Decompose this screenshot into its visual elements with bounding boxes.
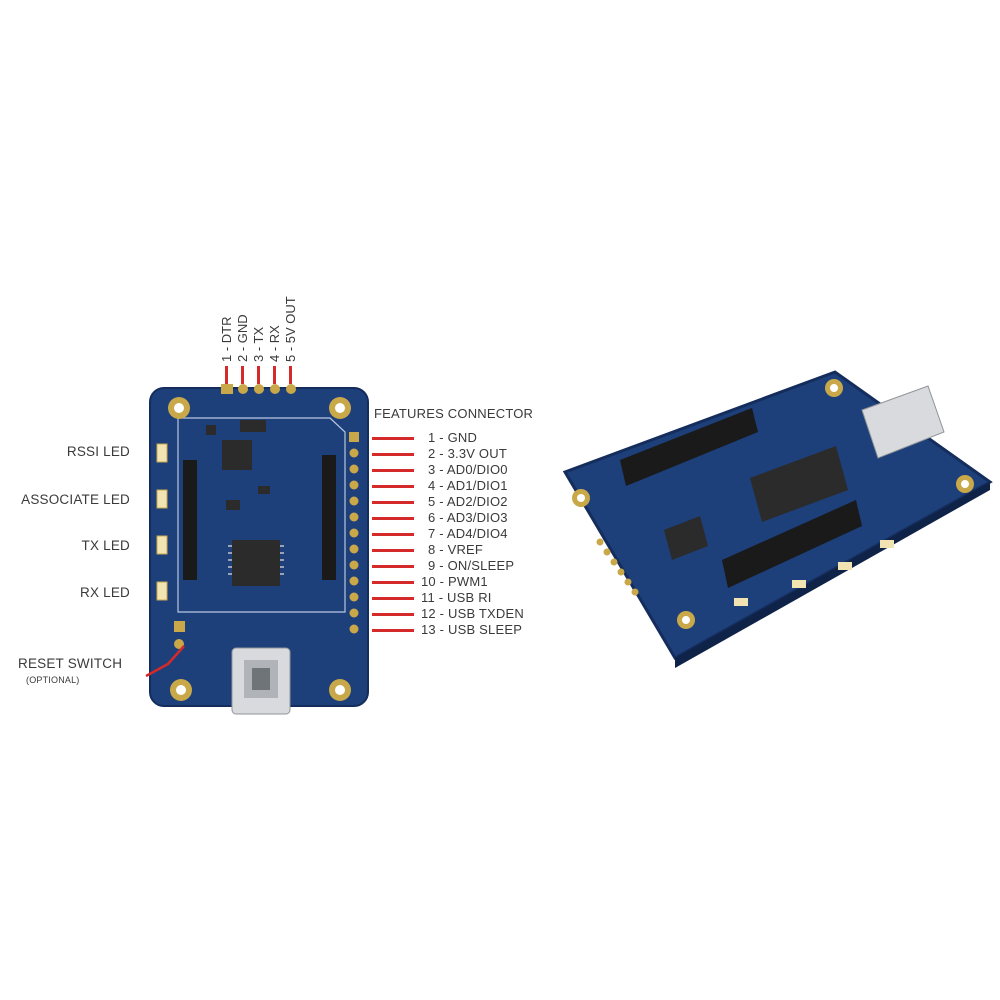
tx-led-label: TX LED (81, 538, 130, 553)
mounting-holes (168, 397, 351, 701)
feature-pin-label: 5 - AD2/DIO2 (428, 494, 508, 509)
3d-header-top (620, 408, 758, 486)
top-pin-label: 5 - 5V OUT (283, 296, 298, 362)
feature-pin-label: 4 - AD1/DIO1 (428, 478, 508, 493)
feature-lead (372, 533, 414, 536)
feature-pin-label: 13 - USB SLEEP (421, 622, 523, 637)
reset-switch-label: RESET SWITCH (18, 656, 123, 671)
associate-led-label: ASSOCIATE LED (21, 492, 130, 507)
3d-usb-connector (861, 385, 945, 459)
reset-pad (174, 621, 185, 632)
reset-lead (145, 645, 185, 678)
feature-lead (372, 549, 414, 552)
feature-pin-label: 2 - 3.3V OUT (428, 446, 507, 461)
leds (156, 443, 168, 601)
top-pin-label: 2 - GND (235, 314, 250, 362)
feature-pin-label: 12 - USB TXDEN (421, 606, 524, 621)
top-pin-label: 3 - TX (251, 326, 266, 362)
feature-pin-label: 3 - AD0/DIO0 (428, 462, 508, 477)
top-pin-label: 4 - RX (267, 325, 282, 362)
feature-pin-label: 7 - AD4/DIO4 (428, 526, 508, 541)
feature-lead (372, 453, 414, 456)
regulator-chip (222, 440, 252, 470)
pin-lead-4 (273, 366, 276, 384)
reset-switch-note: (OPTIONAL) (26, 675, 80, 685)
feature-pin-label: 10 - PWM1 (421, 574, 488, 589)
feature-lead (372, 629, 414, 632)
feature-lead (372, 485, 414, 488)
feature-pin-label: 11 - USB RI (421, 590, 492, 605)
feature-pin-label: 6 - AD3/DIO3 (428, 510, 508, 525)
features-connector-title: FEATURES CONNECTOR (374, 406, 534, 421)
3d-usb-chip (750, 446, 848, 522)
top-pin-pads (221, 384, 296, 394)
feature-lead (372, 597, 414, 600)
left-header (183, 460, 197, 580)
right-header (322, 455, 336, 580)
pin-lead-3 (257, 366, 260, 384)
3d-header-bottom (722, 500, 862, 588)
feature-lead (372, 581, 414, 584)
feature-lead (372, 565, 414, 568)
top-pin-label: 1 - DTR (219, 316, 234, 363)
feature-pin-label: 1 - GND (428, 430, 478, 445)
feature-pads (349, 432, 359, 634)
feature-lead (372, 501, 414, 504)
feature-pin-label: 9 - ON/SLEEP (428, 558, 515, 573)
feature-lead (372, 517, 414, 520)
rssi-led-label: RSSI LED (66, 444, 130, 459)
pin-lead-5 (289, 366, 292, 384)
module-outline (177, 417, 346, 613)
pin-lead-2 (241, 366, 244, 384)
rx-led-label: RX LED (80, 585, 130, 600)
feature-lead (372, 613, 414, 616)
feature-pin-label: 8 - VREF (428, 542, 484, 557)
feature-lead (372, 469, 414, 472)
mini-usb-connector (231, 647, 291, 715)
usb-chip (232, 540, 280, 586)
pin-lead-1 (225, 366, 228, 384)
feature-lead (372, 437, 414, 440)
